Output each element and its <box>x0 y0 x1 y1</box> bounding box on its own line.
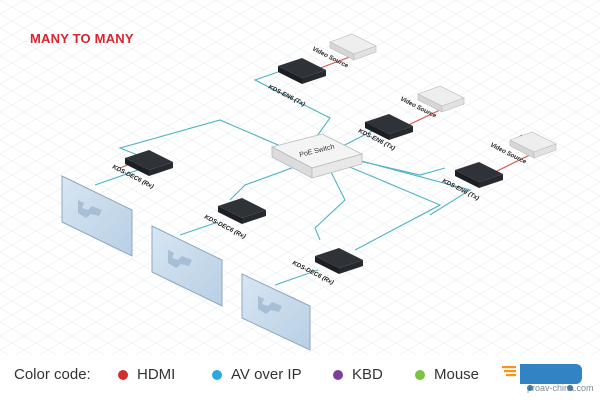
legend-dot-mouse <box>415 369 425 380</box>
diagram-title: MANY TO MANY <box>30 31 134 46</box>
watermark-logo <box>502 364 582 391</box>
legend-dot-kbd <box>333 369 343 380</box>
cable-extra-2 <box>349 157 472 216</box>
legend-text-mouse: Mouse <box>434 366 480 383</box>
cable-switch-to-tx-top <box>253 71 331 144</box>
cable-switch-to-rx-right <box>314 169 346 241</box>
legend-text-kbd: KBD <box>352 366 383 383</box>
legend-label: Color code: <box>14 366 91 383</box>
legend-item-mouse: Mouse <box>415 366 479 383</box>
legend-dot-av-over-ip <box>212 369 222 380</box>
cable-rx-mid-to-screen <box>179 221 219 236</box>
cable-rx-left-to-screen <box>94 169 139 186</box>
poe-switch: PoE Switch <box>270 133 364 179</box>
legend-text-av-over-ip: AV over IP <box>231 366 302 383</box>
display-screen-left <box>61 175 133 257</box>
cable-extra-1 <box>344 164 442 251</box>
legend-item-hdmi: HDMI <box>118 366 175 383</box>
cable-rx-right-to-screen <box>274 269 319 286</box>
display-screen-mid <box>151 225 223 307</box>
display-screen-right <box>241 273 311 351</box>
color-legend: Color code: HDMI AV over IP KBD Mouse <box>0 358 600 394</box>
network-diagram: PoE Switch KDS-EN6 (Tx) KDS-EN6 (Tx) KDS… <box>0 0 600 355</box>
legend-item-kbd: KBD <box>333 366 383 383</box>
cable-switch-to-rx-left <box>118 119 286 161</box>
legend-item-av-over-ip: AV over IP <box>212 366 302 383</box>
cable-switch-to-rx-mid <box>229 164 301 201</box>
watermark-url: proav-china.com <box>527 383 594 393</box>
av-over-ip-cables <box>94 71 472 286</box>
legend-dot-hdmi <box>118 369 128 380</box>
legend-text-hdmi: HDMI <box>137 366 176 383</box>
